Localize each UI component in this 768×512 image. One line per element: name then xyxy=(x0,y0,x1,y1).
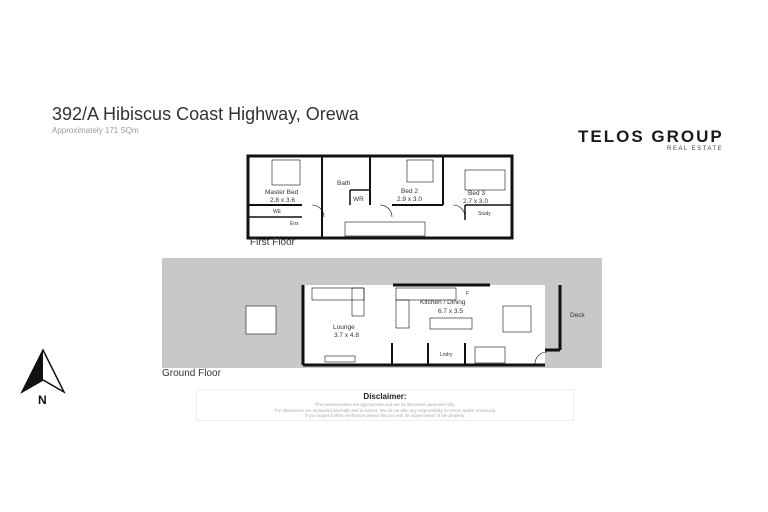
compass-label: N xyxy=(38,393,47,407)
room-master-bed: Master Bed xyxy=(265,189,299,196)
room-wr: WR xyxy=(353,196,364,203)
room-kitchen-dining: Kitchen / Dining xyxy=(420,299,466,306)
disclaimer-line: If you require further verification plea… xyxy=(304,413,466,418)
property-address: 392/A Hibiscus Coast Highway, Orewa xyxy=(52,104,359,124)
room-master-bed-size: 2.8 x 3.6 xyxy=(270,197,295,204)
room-lounge: Lounge xyxy=(333,324,355,331)
room-bed-3-size: 2.7 x 3.0 xyxy=(463,198,488,205)
first-floor-plan xyxy=(246,154,514,240)
north-arrow-icon xyxy=(20,348,66,394)
room-bed-2: Bed 2 xyxy=(401,188,418,195)
disclaimer-title: Disclaimer: xyxy=(363,392,407,401)
floor-area: Approximately 171 SQm xyxy=(52,126,139,135)
disclaimer-line: The dimensions are measured internally a… xyxy=(273,407,497,413)
room-bed-2-size: 2.9 x 3.0 xyxy=(397,196,422,203)
room-kitchen-size: 6.7 x 3.5 xyxy=(438,308,463,315)
room-ens: Ens xyxy=(290,221,299,227)
logo: TELOS GROUP xyxy=(578,127,724,146)
room-we: WE xyxy=(273,209,282,215)
room-bed-3: Bed 3 xyxy=(468,190,485,197)
fridge-label: F xyxy=(466,291,469,297)
logo-tagline: REAL ESTATE xyxy=(667,146,724,152)
disclaimer-line: The measurements are approximate and are… xyxy=(314,402,456,407)
ground-floor-label: Ground Floor xyxy=(162,368,221,379)
room-study: Study xyxy=(478,211,491,217)
disclaimer: Disclaimer: The measurements are approxi… xyxy=(196,389,574,421)
first-floor-label: First Floor xyxy=(250,237,295,248)
room-bath: Bath xyxy=(337,180,351,187)
ground-floor-plan xyxy=(245,283,562,367)
room-lounge-size: 3.7 x 4.8 xyxy=(334,332,359,339)
room-laundry: Lndry xyxy=(440,352,453,358)
room-deck: Deck xyxy=(570,312,586,319)
